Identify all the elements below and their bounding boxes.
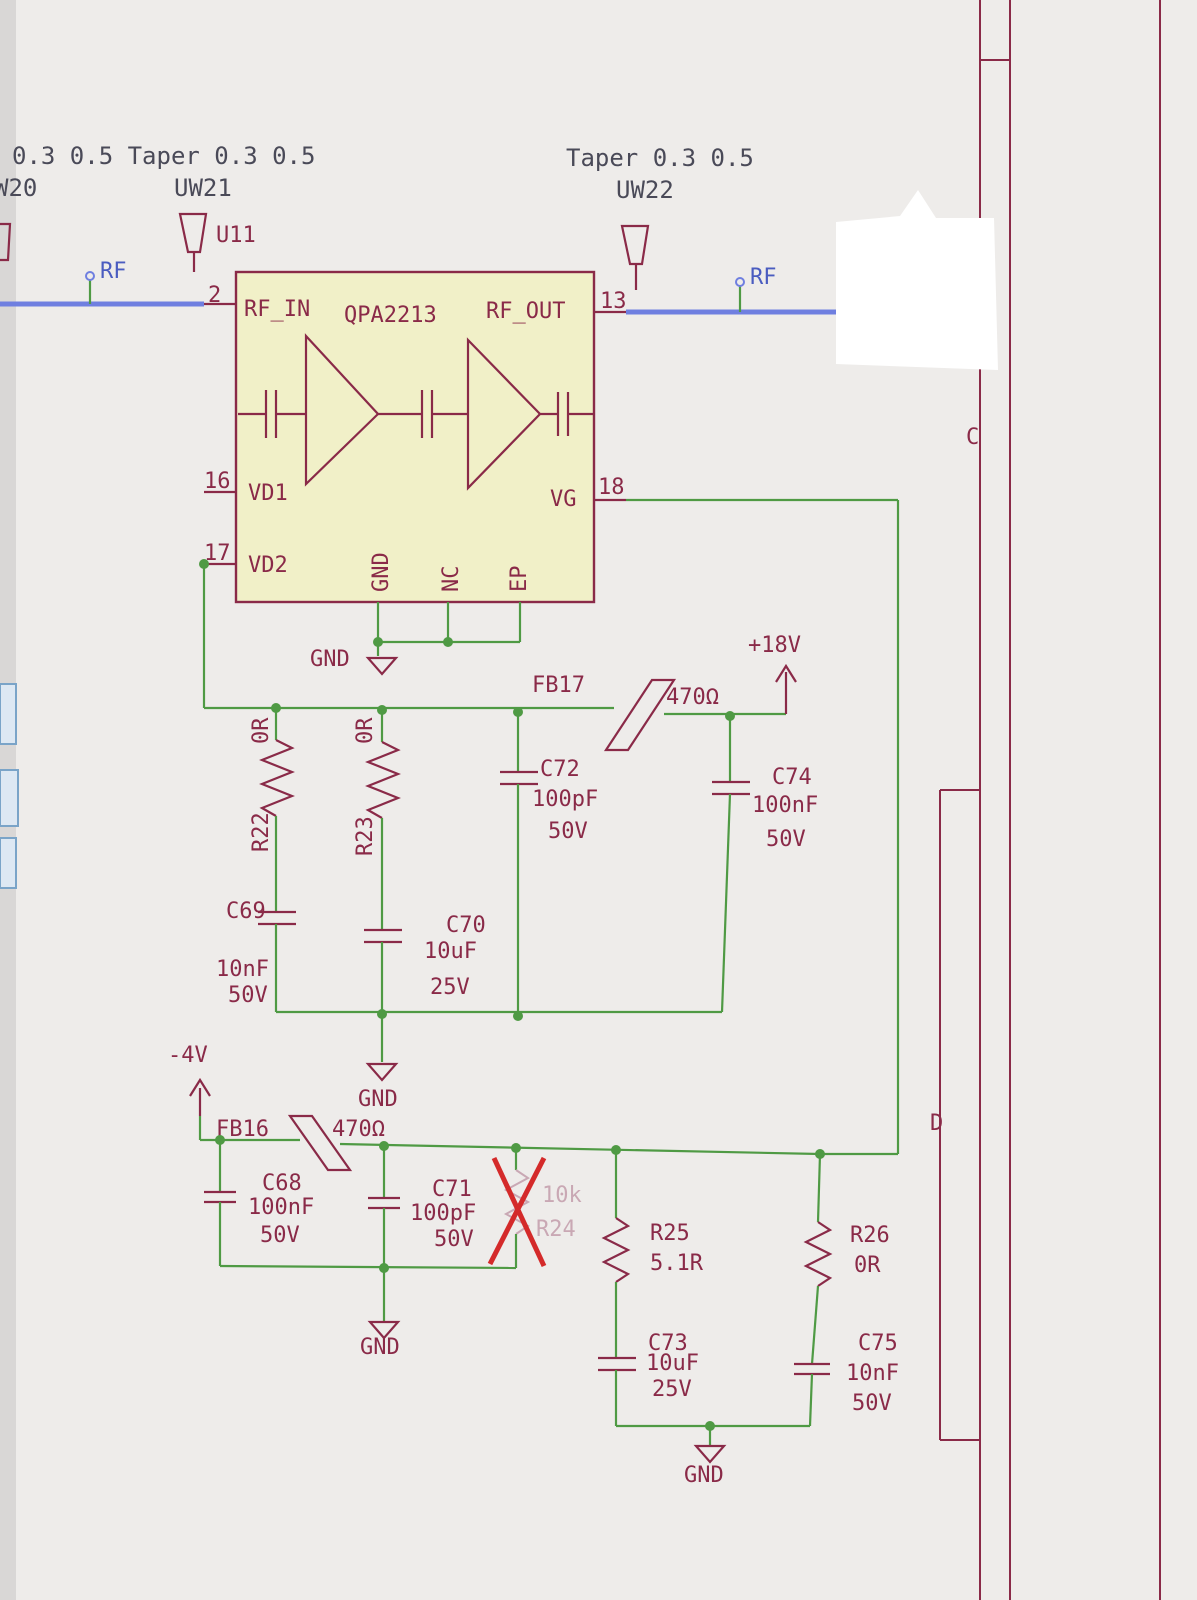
uw21-label: UW21	[174, 174, 232, 202]
c74-value: 100nF	[752, 793, 818, 818]
c68-ref: C68	[262, 1171, 302, 1196]
minus4v-label: -4V	[168, 1043, 208, 1068]
c75-capacitor[interactable]	[794, 1362, 830, 1427]
fb16-ferrite-icon[interactable]	[287, 1114, 353, 1172]
taper-uw22-icon	[620, 224, 650, 290]
taper-uw21-icon	[178, 212, 208, 272]
ic-ref: U11	[216, 223, 256, 248]
r26-value: 0R	[854, 1253, 881, 1278]
c74-ref: C74	[772, 765, 812, 790]
r24-ref: R24	[536, 1217, 576, 1242]
c68-capacitor[interactable]	[204, 1135, 517, 1270]
c74-capacitor[interactable]	[712, 716, 750, 1013]
dnp-cross-icon	[487, 1156, 547, 1268]
ic-pin-vd1: VD1	[248, 481, 288, 506]
c72-voltage: 50V	[548, 819, 588, 844]
r22-resistor[interactable]	[259, 708, 295, 912]
ic-pin-vd2: VD2	[248, 553, 288, 578]
ic-pin-rf-out: RF_OUT	[486, 299, 565, 324]
c75-value: 10nF	[846, 1361, 899, 1386]
r23-ref: R23	[353, 816, 378, 856]
r26-ref: R26	[850, 1223, 890, 1248]
ic-part-name: QPA2213	[344, 303, 437, 328]
taper-left-label: 0.3 0.5 Taper 0.3 0.5	[12, 142, 315, 170]
uw20-label: W20	[0, 174, 37, 202]
redaction-patch	[836, 190, 998, 370]
fb17-ref: FB17	[532, 673, 585, 698]
c69-voltage: 50V	[228, 983, 268, 1008]
c74-voltage: 50V	[766, 827, 806, 852]
c72-value: 100pF	[532, 787, 598, 812]
c71-capacitor[interactable]	[368, 1141, 400, 1322]
r26-resistor[interactable]	[803, 1149, 833, 1365]
plus18v-arrow-icon	[775, 663, 797, 714]
drain-gnd-label: GND	[358, 1087, 398, 1112]
gate-supply-wires	[198, 498, 900, 1156]
net-rf-left: RF	[100, 259, 127, 284]
bias-gnd-symbol-icon	[693, 1444, 727, 1464]
c68-value: 100nF	[248, 1195, 314, 1220]
drain-gnd-symbol-icon	[365, 1062, 399, 1082]
r23-resistor[interactable]	[365, 710, 401, 930]
c70-capacitor[interactable]	[364, 928, 402, 1062]
fb17-ferrite-icon[interactable]	[603, 678, 677, 752]
ic-internal-amplifier-icon	[238, 333, 594, 491]
net-rf-right: RF	[750, 265, 777, 290]
plus18v-label: +18V	[748, 633, 801, 658]
c69-value: 10nF	[216, 957, 269, 982]
taper-right-label: Taper 0.3 0.5	[566, 144, 754, 172]
c69-capacitor[interactable]	[258, 910, 722, 1014]
fb16-ref: FB16	[216, 1117, 269, 1142]
ic-pin-gnd: GND	[369, 552, 394, 592]
gate-gnd-label: GND	[360, 1335, 400, 1360]
r23-value: 0R	[353, 717, 378, 744]
ic-pin-nc: NC	[439, 566, 464, 593]
fb17-value: 470Ω	[666, 685, 719, 710]
c68-voltage: 50V	[260, 1223, 300, 1248]
pin-number-16: 16	[204, 469, 231, 494]
uw22-label: UW22	[616, 176, 674, 204]
r25-ref: R25	[650, 1221, 690, 1246]
r25-resistor[interactable]	[601, 1145, 631, 1358]
bias-gnd-label: GND	[684, 1463, 724, 1488]
c70-ref: C70	[446, 913, 486, 938]
ic-ground-connections	[373, 602, 522, 656]
c75-voltage: 50V	[852, 1391, 892, 1416]
pin-number-18: 18	[598, 475, 625, 500]
c70-value: 10uF	[424, 939, 477, 964]
minus4v-arrow-icon	[189, 1077, 211, 1116]
fb16-value: 470Ω	[332, 1117, 385, 1142]
c69-ref: C69	[226, 899, 266, 924]
taper-uw20-icon	[0, 222, 12, 262]
c73-voltage: 25V	[652, 1377, 692, 1402]
ic-gnd-symbol-icon	[365, 656, 399, 676]
ic-pin-ep: EP	[507, 566, 532, 593]
ic-gnd-label: GND	[310, 647, 350, 672]
ic-pin-vg: VG	[550, 487, 577, 512]
zone-d-label: D	[930, 1111, 943, 1136]
c73-value: 10uF	[646, 1351, 699, 1376]
ic-pin-rf-in: RF_IN	[244, 297, 310, 322]
gate-gnd-symbol-icon	[367, 1320, 401, 1340]
ic-qpa2213-body[interactable]	[234, 270, 596, 604]
r25-value: 5.1R	[650, 1251, 704, 1276]
r24-value: 10k	[542, 1183, 582, 1208]
c73-ref: C73	[648, 1331, 688, 1356]
r22-value: 0R	[249, 717, 274, 744]
r22-ref: R22	[249, 812, 274, 852]
c75-ref: C75	[858, 1331, 898, 1356]
toolbar-strip[interactable]	[0, 683, 19, 889]
pin-number-2: 2	[208, 283, 221, 308]
c72-ref: C72	[540, 757, 580, 782]
c70-voltage: 25V	[430, 975, 470, 1000]
pin-number-13: 13	[600, 289, 627, 314]
c71-ref: C71	[432, 1177, 472, 1202]
zone-c-label: C	[966, 425, 979, 450]
c72-capacitor[interactable]	[500, 712, 538, 1016]
c71-value: 100pF	[410, 1201, 476, 1226]
c71-voltage: 50V	[434, 1227, 474, 1252]
